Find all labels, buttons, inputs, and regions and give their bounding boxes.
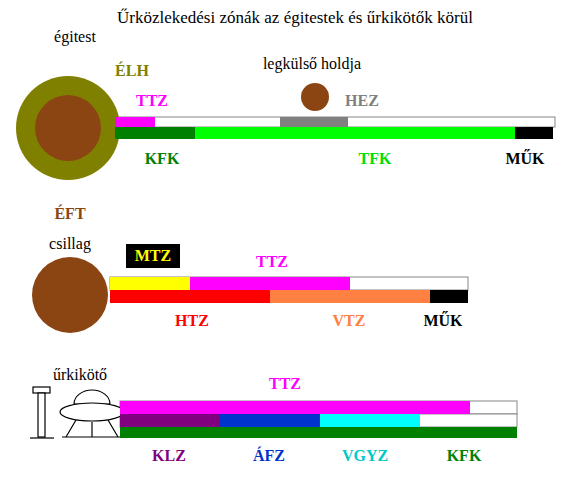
zone-label: ÁFZ	[253, 447, 285, 465]
zone-band: MTZ	[110, 277, 190, 290]
zone-band: ÁFZ	[220, 414, 320, 427]
zone-label: HEZ	[345, 92, 379, 110]
zone-band: TTZ	[190, 277, 350, 290]
zone-label: MTZ	[126, 244, 180, 268]
tower-icon	[30, 387, 54, 438]
zone-label: TFK	[359, 150, 392, 168]
empty-band	[115, 117, 555, 127]
zone-band: KLZ	[120, 414, 220, 427]
zone-label: TTZ	[136, 92, 168, 110]
diagram-title: Űrközlekedési zónák az égitestek és űrki…	[117, 8, 473, 28]
zone-band: MŰK	[515, 127, 553, 139]
zone-band: HEZ	[280, 117, 348, 127]
zone-label: VGYZ	[342, 447, 388, 465]
object-label: égitest	[54, 28, 96, 46]
zone-band: MŰK	[430, 290, 468, 303]
zone-band: VTZ	[270, 290, 430, 303]
zone-band: VGYZ	[320, 414, 420, 427]
zone-label: legkülső holdja	[263, 55, 361, 73]
object-label: űrkikötő	[53, 366, 107, 384]
zone-band: HTZ	[110, 290, 270, 303]
empty-band	[110, 277, 468, 290]
zone-label: TTZ	[269, 375, 301, 393]
spaceship-icon	[60, 390, 124, 437]
zone-label: KLZ	[152, 447, 186, 465]
zone-label: MŰK	[505, 150, 544, 168]
zone-label: HTZ	[175, 312, 209, 330]
empty-band	[120, 414, 517, 427]
zone-band: KFK	[120, 427, 517, 438]
zone-label: csillag	[49, 235, 91, 253]
body-circle: ÉFT	[35, 95, 101, 161]
empty-band	[120, 401, 517, 414]
zone-band: TTZ	[120, 401, 470, 414]
zone-label: ÉLH	[115, 62, 149, 80]
zone-label: ÉFT	[54, 205, 85, 223]
zone-band: TTZ	[115, 117, 155, 127]
zone-band: TFK	[195, 127, 515, 139]
zone-band: KFK	[115, 127, 195, 139]
zone-label: KFK	[447, 447, 482, 465]
body-circle: ÉLHÉFT	[16, 76, 120, 180]
body-circle: legkülső holdja	[301, 83, 329, 111]
zone-label: TTZ	[256, 253, 288, 271]
zone-label: MŰK	[423, 312, 462, 330]
zone-label: VTZ	[333, 312, 366, 330]
body-circle: csillag	[32, 257, 108, 333]
zone-label: KFK	[145, 150, 180, 168]
